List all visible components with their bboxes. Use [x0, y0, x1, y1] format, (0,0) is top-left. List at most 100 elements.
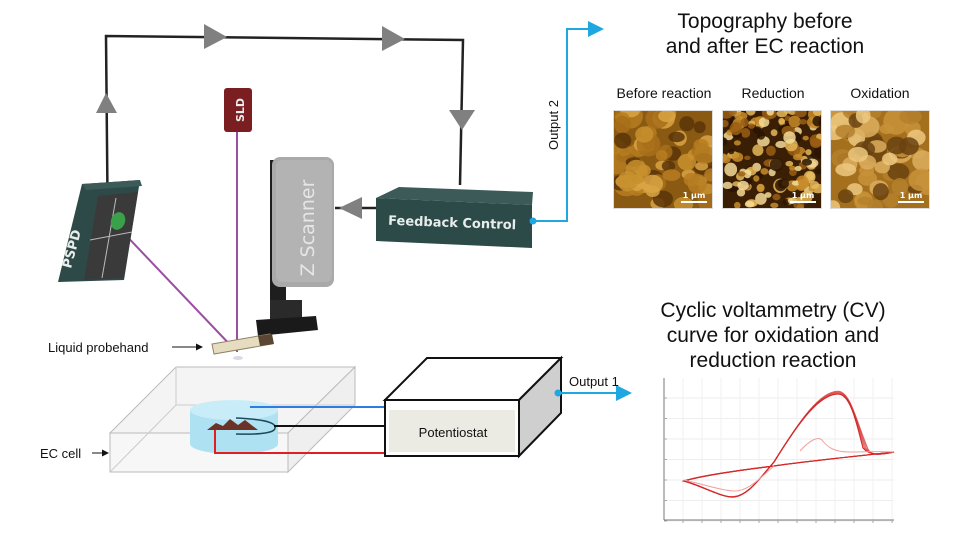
afm-grain [769, 158, 783, 172]
afm-grain [788, 115, 801, 128]
sld-label: SLD [234, 98, 247, 122]
afm-grain [760, 168, 769, 175]
cv-title-line1: Cyclic voltammetry (CV) [660, 299, 886, 322]
afm-grain [723, 153, 728, 162]
cv-grid [664, 378, 894, 522]
afm-grain [770, 202, 779, 208]
afm-grain [837, 189, 854, 204]
afm-grain [791, 180, 800, 186]
output-2-label: Output 2 [546, 100, 561, 150]
afm-grain [776, 111, 788, 118]
sld-laser-source: SLD [224, 88, 252, 132]
afm-label-before: Before reaction [616, 85, 712, 101]
afm-grain [891, 178, 908, 196]
afm-grain [645, 186, 660, 197]
afm-grain [635, 126, 654, 143]
afm-grain [661, 160, 676, 172]
cv-plot [663, 378, 895, 523]
afm-grain [801, 158, 812, 166]
feedback-control-label: Feedback Control [388, 214, 516, 233]
scale-bar: 1 µm [681, 191, 707, 203]
afm-grain [687, 173, 707, 194]
afm-grain [802, 135, 809, 141]
scale-bar-label: 1 µm [899, 191, 923, 200]
ec-cell-label: EC cell [40, 446, 81, 461]
afm-label-oxidation: Oxidation [850, 85, 910, 101]
afm-image-before-reaction: 1 µm [613, 110, 713, 209]
laser-beam-reflected [117, 226, 236, 351]
topography-title-line2: and after EC reaction [665, 35, 865, 58]
output-1-port-icon [554, 389, 562, 397]
afm-grain [848, 146, 868, 163]
electrolyte-surface [190, 400, 278, 420]
afm-grain [898, 137, 919, 156]
afm-grain [812, 111, 821, 116]
afm-grain [753, 126, 762, 134]
afm-grain [758, 117, 770, 128]
signal-arrow-right-icon [204, 24, 227, 49]
cv-title-line3: reduction reaction [689, 349, 857, 372]
afm-image-oxidation: 1 µm [830, 110, 930, 209]
afm-grain [783, 131, 796, 144]
afm-grain [617, 170, 637, 192]
cv-curve-cycle [681, 390, 895, 498]
afm-grain [704, 168, 712, 182]
afm-grain [740, 128, 751, 138]
afm-grain [755, 192, 767, 205]
afm-grain [723, 137, 728, 146]
afm-grain [744, 200, 755, 208]
afm-grain [797, 179, 805, 186]
afm-grain [693, 145, 712, 164]
afm-texture [723, 111, 821, 208]
afm-grain [655, 150, 668, 161]
afm-grain [809, 181, 820, 189]
afm-grain [855, 111, 871, 124]
afm-grain [743, 169, 752, 179]
scale-bar-label: 1 µm [791, 191, 815, 200]
afm-grain [794, 111, 807, 118]
afm-grain [766, 145, 776, 156]
afm-grain [800, 191, 813, 204]
potentiostat-label: Potentiostat [419, 425, 488, 440]
afm-grain [835, 163, 857, 177]
signal-arrow-up-icon [96, 93, 117, 113]
potentiostat-box: Potentiostat [382, 355, 564, 459]
afm-grain [805, 149, 812, 156]
wire-red [214, 430, 385, 454]
signal-arrow-down-icon [449, 110, 475, 130]
cv-heading: Cyclic voltammetry (CV) curve for oxidat… [618, 298, 928, 373]
output-2-connector [533, 21, 604, 222]
afm-grain [794, 165, 802, 172]
afm-grain [732, 152, 744, 162]
signal-arrow-left-icon [339, 197, 362, 219]
afm-grain [753, 175, 760, 182]
afm-grain [746, 111, 756, 116]
liquid-probehand [211, 333, 274, 360]
afm-grain [788, 111, 797, 115]
scale-bar: 1 µm [898, 191, 924, 203]
afm-grain [668, 131, 685, 143]
afm-grain [693, 121, 706, 134]
afm-texture [614, 111, 712, 208]
afm-grain [766, 111, 774, 116]
scale-bar-label: 1 µm [682, 191, 706, 200]
afm-grain [638, 164, 651, 177]
afm-grain [733, 140, 741, 146]
z-scanner: Z Scanner [256, 157, 334, 336]
scale-bar: 1 µm [790, 191, 816, 203]
afm-grain [770, 129, 778, 137]
afm-texture [831, 111, 929, 208]
ec-cell [108, 365, 357, 474]
afm-grain [857, 196, 873, 206]
afm-grain [775, 140, 787, 149]
afm-grain [887, 163, 910, 181]
laser-spot-icon [110, 212, 126, 230]
afm-grain [810, 137, 821, 149]
afm-grain [724, 162, 738, 177]
afm-grain [736, 188, 746, 197]
afm-grain [677, 153, 696, 171]
afm-grain [614, 115, 631, 134]
cv-curve-first-cycle [683, 437, 895, 492]
sample-icon [207, 419, 258, 430]
